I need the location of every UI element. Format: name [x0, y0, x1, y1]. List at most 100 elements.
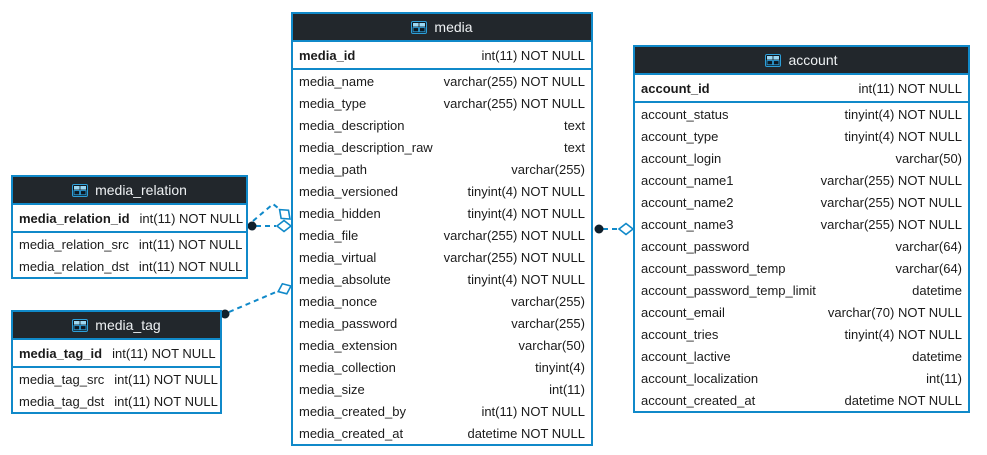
column-name: media_password [299, 315, 398, 331]
column-name: account_created_at [641, 392, 756, 408]
table-header-media_relation[interactable]: media_relation [13, 177, 246, 205]
table-icon [765, 53, 782, 67]
column-type: varchar(64) [895, 260, 962, 276]
table-header-account[interactable]: account [635, 47, 968, 75]
column-name: account_name3 [641, 216, 734, 232]
primary-key-row[interactable]: media_id int(11) NOT NULL [293, 42, 591, 70]
column-name: media_hidden [299, 205, 381, 221]
column-row[interactable]: media_virtual varchar(255) NOT NULL [293, 246, 591, 268]
column-name: account_name1 [641, 172, 734, 188]
column-type: varchar(255) NOT NULL [820, 216, 962, 232]
column-row[interactable]: account_name3 varchar(255) NOT NULL [635, 213, 968, 235]
column-type: varchar(50) [895, 150, 962, 166]
column-type: int(11) NOT NULL [481, 403, 585, 419]
relationship-line [228, 291, 277, 313]
column-name: media_relation_id [19, 210, 130, 226]
column-row[interactable]: media_hidden tinyint(4) NOT NULL [293, 202, 591, 224]
column-row[interactable]: account_password_temp varchar(64) [635, 257, 968, 279]
column-type: tinyint(4) NOT NULL [844, 326, 962, 342]
table-icon [72, 183, 89, 197]
table-header-media[interactable]: media [293, 14, 591, 42]
relationship-diamond-endpoint [276, 282, 293, 295]
table-icon [411, 20, 428, 34]
relationship-media_relation-media-2[interactable] [252, 202, 294, 223]
column-type: int(11) NOT NULL [138, 258, 243, 274]
column-type: varchar(255) [511, 315, 585, 331]
column-row[interactable]: media_password varchar(255) [293, 312, 591, 334]
relationship-line [252, 202, 283, 222]
column-type: int(11) NOT NULL [114, 371, 218, 387]
column-name: media_relation_src [19, 236, 129, 252]
column-type: text [564, 117, 585, 133]
column-name: account_password_temp_limit [641, 282, 816, 298]
column-name: media_virtual [299, 249, 377, 265]
column-name: media_file [299, 227, 359, 243]
relationship-diamond-endpoint [275, 219, 293, 233]
column-type: varchar(255) NOT NULL [443, 249, 585, 265]
column-row[interactable]: account_email varchar(70) NOT NULL [635, 301, 968, 323]
column-name: account_password [641, 238, 750, 254]
relationship-diamond-endpoint [278, 208, 291, 220]
relationship-media_tag-media[interactable] [220, 281, 294, 319]
column-name: account_lactive [641, 348, 731, 364]
column-name: media_tag_id [19, 345, 103, 361]
relationship-media_relation-media-1[interactable] [247, 219, 293, 233]
column-type: int(11) NOT NULL [481, 47, 585, 63]
column-name: media_nonce [299, 293, 378, 309]
column-name: media_id [299, 47, 356, 63]
column-type: varchar(70) NOT NULL [827, 304, 962, 320]
relationship-media-account[interactable] [594, 222, 635, 236]
column-name: media_created_at [299, 425, 404, 441]
column-type: int(11) NOT NULL [114, 393, 218, 409]
column-type: varchar(255) NOT NULL [443, 73, 585, 89]
column-name: account_status [641, 106, 729, 122]
table-title: account [788, 52, 838, 68]
column-name: media_description_raw [299, 139, 433, 155]
table-header-media_tag[interactable]: media_tag [13, 312, 220, 340]
column-name: account_email [641, 304, 725, 320]
column-type: varchar(255) NOT NULL [443, 95, 585, 111]
column-name: account_password_temp [641, 260, 786, 276]
column-type: tinyint(4) NOT NULL [467, 205, 585, 221]
column-type: tinyint(4) NOT NULL [467, 271, 585, 287]
